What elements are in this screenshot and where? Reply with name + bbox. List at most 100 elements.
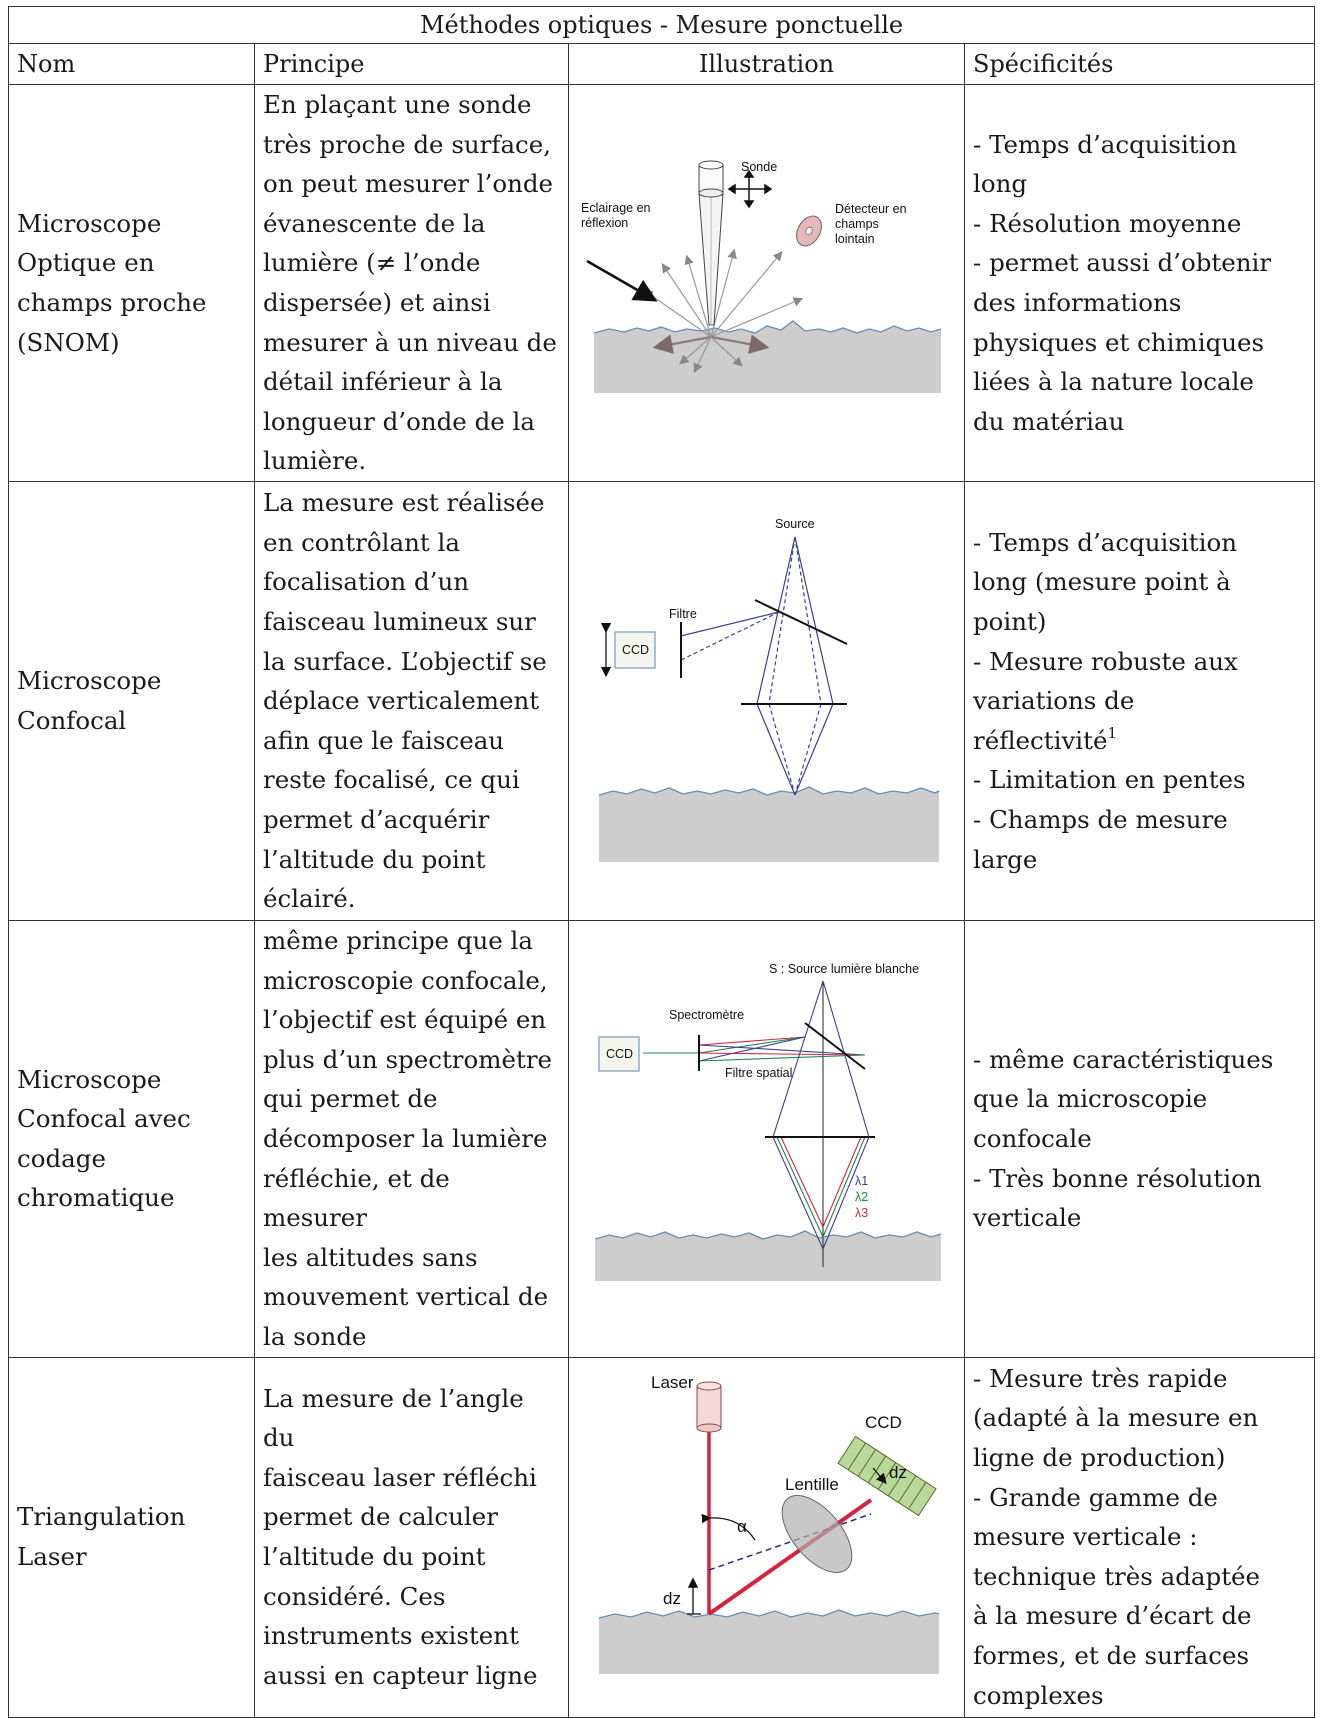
- text-line: mesurer à un niveau de: [263, 327, 557, 357]
- page: Méthodes optiques - Mesure ponctuelle No…: [7, 6, 1316, 1718]
- row-principle: La mesure est réalisée en contrôlant la …: [254, 481, 569, 921]
- row-specs: - Mesure très rapide (adapté à la mesure…: [963, 1356, 1316, 1718]
- confocal-illustration: CCD Source Filtre: [568, 481, 965, 921]
- text-line: variations de: [973, 686, 1135, 716]
- illumination-label-line2: réflexion: [581, 216, 628, 230]
- text-fragment: réflectivité: [973, 725, 1108, 755]
- text-line: même principe que la: [263, 926, 533, 955]
- text-line: qui permet de: [263, 1084, 438, 1114]
- chromatic-illustration: CCD S : Source lumière blanche Spectromè…: [568, 920, 965, 1358]
- text-line: - Champs de mesure: [973, 804, 1228, 834]
- detector-label-line2: champs: [835, 217, 879, 231]
- methods-table: Méthodes optiques - Mesure ponctuelle No…: [7, 6, 1316, 1718]
- text-line: la sonde: [263, 1321, 367, 1351]
- table-row: Microscope Confocal La mesure est réalis…: [8, 481, 1316, 921]
- text-line: des informations: [973, 288, 1182, 317]
- dz-sensor-arrow: [872, 1467, 887, 1484]
- text-line: lumière (≠ l’onde: [263, 248, 481, 278]
- confocal-diagram: CCD Source Filtre: [598, 517, 940, 862]
- move-arrows-icon: [727, 169, 773, 209]
- text-line: Laser: [17, 1542, 87, 1572]
- text-line: la surface. L’objectif se: [263, 646, 547, 676]
- text-line: afin que le faisceau: [263, 725, 505, 755]
- row-specs: - Temps d’acquisition long - Résolution …: [963, 84, 1316, 482]
- text-line: ligne de production): [973, 1443, 1226, 1473]
- text-line: mouvement vertical de: [263, 1282, 549, 1312]
- text-line: - Grande gamme de: [973, 1482, 1218, 1512]
- text-line: que la microscopie: [973, 1084, 1208, 1114]
- detector-label-line3: lointain: [835, 232, 875, 246]
- row-name: Microscope Confocal avec codage chromati…: [8, 920, 255, 1358]
- text-line: Microscope: [17, 666, 162, 696]
- header-specificites: Spécificités: [963, 43, 1316, 85]
- dz-height-label: dz: [663, 1589, 681, 1608]
- text-line: mesure verticale :: [973, 1522, 1198, 1552]
- ccd-label: CCD: [865, 1413, 902, 1432]
- surface-profile: [598, 786, 940, 796]
- text-line: permet de calculer: [263, 1502, 498, 1532]
- text-line: du matériau: [973, 406, 1125, 436]
- surface-profile: [593, 320, 942, 334]
- text-line: déplace verticalement: [263, 686, 540, 716]
- lambda3-label: λ3: [855, 1206, 868, 1220]
- text-line: En plaçant une sonde: [263, 90, 532, 120]
- text-line: codage: [17, 1143, 106, 1173]
- row-name: Triangulation Laser: [8, 1356, 255, 1718]
- laser-icon: [696, 1381, 722, 1433]
- text-line: détail inférieur à la: [263, 367, 503, 397]
- text-line: permet d’acquérir: [263, 804, 490, 834]
- sample-surface: [594, 321, 941, 393]
- text-line: l’objectif est équipé en: [263, 1005, 547, 1035]
- text-line: formes, et de surfaces: [973, 1641, 1250, 1671]
- ccd-sensor-icon: [837, 1435, 937, 1516]
- dz-sensor-label: dz: [889, 1463, 907, 1482]
- ccd-box: [598, 1036, 640, 1072]
- text-line: point): [973, 607, 1047, 637]
- sample-surface: [595, 1231, 941, 1282]
- text-line: - Temps d’acquisition: [973, 129, 1237, 159]
- beam-splitter: [804, 1022, 866, 1071]
- text-line: faisceau lumineux sur: [263, 607, 536, 637]
- text-line: - Mesure très rapide: [973, 1363, 1228, 1393]
- triangulation-illustration: Laser CCD Lentille α dz dz: [568, 1356, 965, 1718]
- text-line: complexes: [973, 1680, 1104, 1710]
- chromatic-diagram: CCD S : Source lumière blanche Spectromè…: [594, 962, 942, 1282]
- reference-beam: [708, 1512, 872, 1571]
- probe-label: Sonde: [741, 160, 777, 174]
- text-line: La mesure de l’angle du: [263, 1383, 524, 1453]
- table-row: Triangulation Laser La mesure de l’angle…: [8, 1356, 1316, 1718]
- footnote-mark: 1: [1107, 723, 1118, 742]
- row-principle: En plaçant une sonde très proche de surf…: [254, 84, 569, 482]
- lens-icon: [781, 1494, 853, 1573]
- row-specs: - même caractéristiques que la microscop…: [963, 920, 1316, 1358]
- reflected-beam: [707, 1497, 873, 1616]
- sample-surface: [599, 787, 939, 862]
- illumination-arrow: [586, 259, 658, 302]
- header-illustration: Illustration: [568, 43, 965, 85]
- text-line: éclairé.: [263, 884, 356, 914]
- text-line: verticale: [973, 1203, 1082, 1233]
- row-principle: La mesure de l’angle du faisceau laser r…: [254, 1356, 569, 1718]
- text-line: La mesure est réalisée: [263, 488, 545, 518]
- alpha-label: α: [737, 1517, 747, 1536]
- text-line: - Résolution moyenne: [973, 208, 1242, 238]
- text-line: large: [973, 844, 1038, 874]
- surface-profile: [598, 1608, 940, 1619]
- text-line: long (mesure point à: [973, 567, 1231, 597]
- text-line: décomposer la lumière: [263, 1123, 548, 1153]
- text-line: microscopie confocale,: [263, 965, 548, 995]
- sample-surface: [599, 1609, 939, 1674]
- table-title: Méthodes optiques - Mesure ponctuelle: [7, 6, 1316, 44]
- text-line: - permet aussi d’obtenir: [973, 248, 1272, 278]
- header-principe: Principe: [254, 43, 569, 85]
- text-line: liées à la nature locale: [973, 367, 1254, 397]
- text-line: évanescente de la: [263, 208, 486, 238]
- text-line: confocale: [973, 1123, 1092, 1153]
- row-specs: - Temps d’acquisition long (mesure point…: [963, 481, 1316, 921]
- text-line: faisceau laser réfléchi: [263, 1462, 537, 1492]
- text-line: - Mesure robuste aux: [973, 646, 1238, 676]
- row-name: Microscope Confocal: [8, 481, 255, 921]
- text-line: physiques et chimiques: [973, 327, 1265, 357]
- text-line: - Temps d’acquisition: [973, 527, 1237, 557]
- text-line: technique très adaptée: [973, 1561, 1261, 1591]
